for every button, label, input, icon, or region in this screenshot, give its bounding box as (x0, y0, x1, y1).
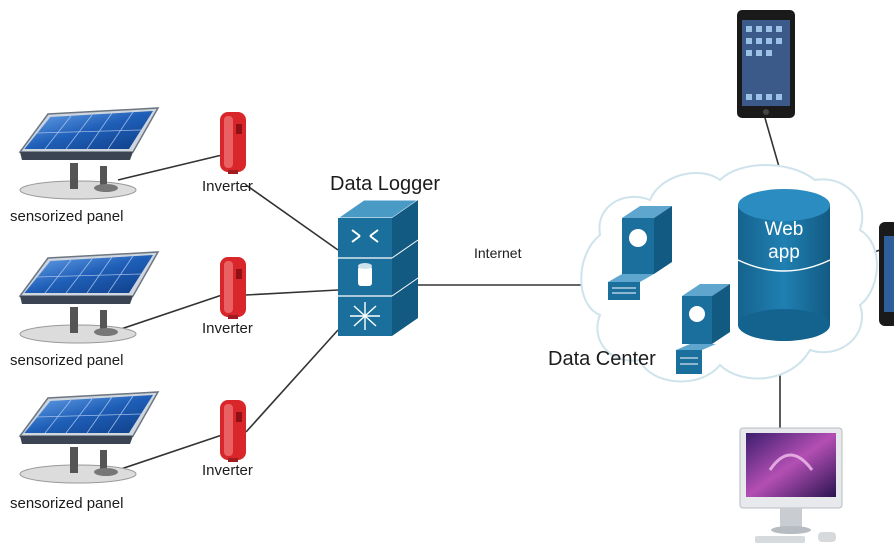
web-app-label: Web app (739, 218, 829, 264)
internet-label: Internet (474, 245, 522, 261)
smartphone-icon (879, 222, 894, 326)
panel-label: sensorized panel (10, 208, 124, 225)
server-icon (608, 206, 672, 300)
solar-panel-icon (19, 107, 159, 200)
solar-panel-icon (19, 251, 159, 344)
web-app-cylinder-icon (737, 189, 831, 341)
tablet-icon (737, 10, 795, 118)
web-app-label-line2: app (768, 242, 800, 263)
data-center-label: Data Center (548, 348, 656, 370)
server-icon (676, 284, 730, 374)
inverter-label: Inverter (202, 462, 253, 479)
web-app-label-line1: Web (764, 219, 804, 240)
panel-label: sensorized panel (10, 495, 124, 512)
panel-label: sensorized panel (10, 352, 124, 369)
data-logger-switch-icon (336, 199, 420, 336)
inverter-label: Inverter (202, 178, 253, 195)
inverter-label: Inverter (202, 320, 253, 337)
desktop-computer-icon (739, 427, 843, 543)
inverter-icon (220, 112, 246, 174)
data-logger-label: Data Logger (330, 173, 441, 195)
inverter-icon (220, 400, 246, 462)
solar-panel-icon (19, 391, 159, 484)
inverter-icon (220, 257, 246, 319)
